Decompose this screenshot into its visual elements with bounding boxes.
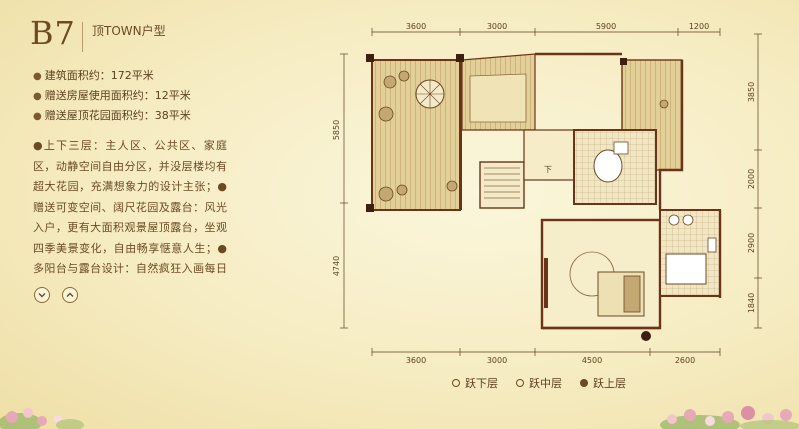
title-divider [82,22,83,52]
floor-selector: 跃下层 跃中层 跃上层 [452,375,626,391]
dim-left-1: 5850 [332,120,341,140]
bullet-icon: ● [33,111,42,122]
roof-garden [366,53,536,212]
dimension-labels: 3600 3000 5900 1200 3600 3000 4500 2600 … [332,22,756,364]
unit-description: ●上下三层：主人区、公共区、家庭区，动静空间自由分区，并没层楼均有超大花园，充满… [33,139,227,275]
bathroom-upper [573,129,657,205]
area-stats-list: ●建筑面积约：172平米 ●赠送房屋使用面积约：12平米 ●赠送屋顶花园面积约：… [33,66,191,126]
dim-right-4: 1840 [747,293,756,313]
radio-dot-icon [516,379,524,387]
dim-bottom-3: 4500 [582,356,602,364]
description-scroll-controls [34,287,78,303]
unit-code: B7 [30,14,76,52]
flower-cluster-left [0,408,84,429]
dim-top-1: 3600 [406,22,426,31]
bullet-icon: ● [33,91,42,102]
floor-plan-drawing: 3600 3000 5900 1200 3600 3000 4500 2600 … [332,22,762,364]
floor-option-label: 跃上层 [593,377,626,390]
floor-option-label: 跃中层 [529,377,562,390]
stat-item: ●赠送房屋使用面积约：12平米 [33,86,191,106]
stat-item: ●建筑面积约：172平米 [33,66,191,86]
dim-left-2: 4740 [332,256,341,276]
dim-bottom-1: 3600 [406,356,426,364]
flower-cluster-right [660,406,799,429]
compass-icon [641,331,651,341]
stair-area: 下 [479,129,579,209]
stat-building-area: 建筑面积约：172平米 [44,69,154,82]
exterior-walls [535,52,722,330]
dim-top-3: 5900 [596,22,616,31]
scroll-down-button[interactable] [34,287,50,303]
floor-option-label: 跃下层 [465,377,498,390]
flower-border-decoration [0,406,799,429]
master-bedroom [540,218,662,330]
scroll-up-button[interactable] [62,287,78,303]
dim-right-3: 2900 [747,233,756,253]
bathroom-lower [659,209,721,297]
dim-top-4: 1200 [689,22,709,31]
radio-dot-icon [452,379,460,387]
dim-right-2: 2000 [747,169,756,189]
stat-bonus-area: 赠送房屋使用面积约：12平米 [44,89,191,102]
floor-option-middle[interactable]: 跃中层 [516,375,562,391]
dim-right-1: 3850 [747,82,756,102]
floor-option-lower[interactable]: 跃下层 [452,375,498,391]
bullet-icon: ● [33,71,42,82]
dim-bottom-4: 2600 [675,356,695,364]
stat-item: ●赠送屋顶花园面积约：38平米 [33,106,191,126]
dim-top-2: 3000 [487,22,507,31]
unit-type-title: 顶TOWN户型 [92,24,166,38]
chevron-up-icon [66,292,74,297]
stair-down-label: 下 [544,165,552,174]
dim-bottom-2: 3000 [487,356,507,364]
floor-option-upper[interactable]: 跃上层 [580,375,626,391]
radio-dot-icon [580,379,588,387]
stat-roof-garden-area: 赠送屋顶花园面积约：38平米 [44,109,191,122]
dimension-lines [340,28,762,356]
chevron-down-icon [38,293,46,298]
